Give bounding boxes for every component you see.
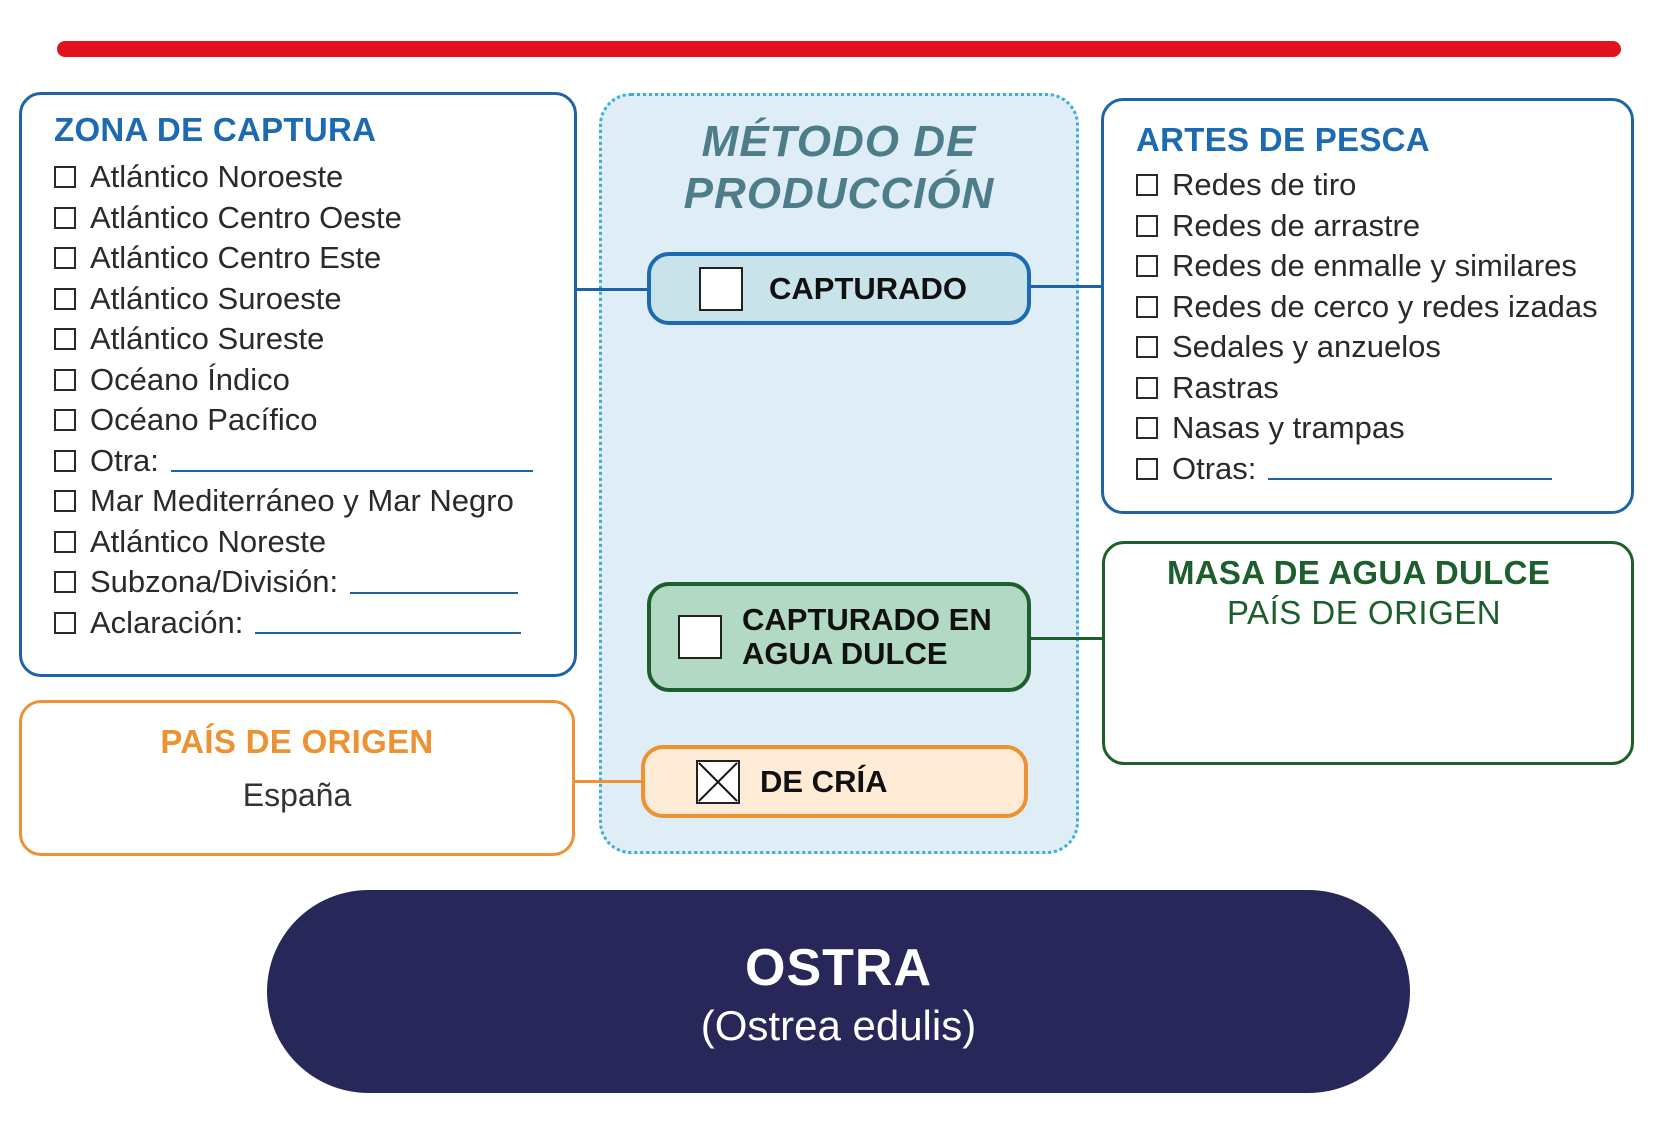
checkbox[interactable] (1136, 295, 1158, 318)
checkbox[interactable] (54, 449, 76, 472)
list-item[interactable]: Atlántico Centro Este (54, 238, 574, 279)
masa-agua-dulce-title: MASA DE AGUA DULCE (1167, 554, 1551, 591)
otras-fill-line[interactable] (1268, 478, 1553, 480)
artes-pesca-list: Redes de tiro Redes de arrastre Redes de… (1136, 165, 1631, 489)
list-item[interactable]: Mar Mediterráneo y Mar Negro (54, 481, 574, 522)
checkbox[interactable] (54, 287, 76, 310)
top-red-bar (57, 41, 1621, 57)
aclaracion-fill-line[interactable] (255, 632, 522, 634)
metodo-produccion-title: MÉTODO DE PRODUCCIÓN (683, 117, 995, 218)
connector-zona (577, 288, 649, 291)
pais-origen-value: España (242, 777, 352, 813)
pais-origen-title: PAÍS DE ORIGEN (160, 723, 434, 760)
species-scientific-name: (Ostrea edulis) (700, 1002, 977, 1049)
capturado-option[interactable]: CAPTURADO (647, 252, 1031, 325)
list-item[interactable]: Atlántico Noroeste (54, 157, 574, 198)
list-item[interactable]: Redes de enmalle y similares (1136, 246, 1631, 287)
list-item[interactable]: Sedales y anzuelos (1136, 327, 1631, 368)
list-item[interactable]: Atlántico Centro Oeste (54, 198, 574, 239)
list-item[interactable]: Océano Índico (54, 360, 574, 401)
list-item[interactable]: Otra: (54, 441, 574, 482)
list-item[interactable]: Redes de tiro (1136, 165, 1631, 206)
checkbox[interactable] (54, 409, 76, 432)
artes-pesca-panel: ARTES DE PESCA Redes de tiro Redes de ar… (1101, 98, 1634, 514)
artes-pesca-title: ARTES DE PESCA (1136, 121, 1430, 158)
checkbox[interactable] (54, 530, 76, 553)
checkbox[interactable] (54, 571, 76, 594)
de-cria-option[interactable]: DE CRÍA (641, 745, 1028, 818)
de-cria-checkbox-checked[interactable] (696, 759, 740, 804)
list-item[interactable]: Nasas y trampas (1136, 408, 1631, 449)
metodo-produccion-panel: MÉTODO DE PRODUCCIÓN (599, 93, 1079, 854)
species-banner: OSTRA (Ostrea edulis) (267, 890, 1410, 1093)
species-name: OSTRA (745, 939, 932, 997)
list-item[interactable]: Redes de cerco y redes izadas (1136, 287, 1631, 328)
checkbox[interactable] (54, 166, 76, 189)
zona-captura-title: ZONA DE CAPTURA (54, 111, 377, 148)
zona-captura-list: Atlántico Noroeste Atlántico Centro Oest… (54, 157, 574, 643)
pais-origen-panel: PAÍS DE ORIGEN España (19, 700, 575, 856)
list-item[interactable]: Redes de arrastre (1136, 206, 1631, 247)
checkbox[interactable] (1136, 417, 1158, 440)
checkbox[interactable] (54, 206, 76, 229)
masa-pais-origen-label: PAÍS DE ORIGEN (1227, 594, 1502, 631)
list-item[interactable]: Aclaración: (54, 603, 574, 644)
masa-agua-dulce-panel: MASA DE AGUA DULCE PAÍS DE ORIGEN (1102, 541, 1634, 765)
connector-pais (575, 780, 643, 783)
zona-captura-panel: ZONA DE CAPTURA Atlántico Noroeste Atlán… (19, 92, 577, 677)
checkbox[interactable] (1136, 174, 1158, 197)
checkbox[interactable] (1136, 457, 1158, 480)
checkbox[interactable] (1136, 376, 1158, 399)
subzona-fill-line[interactable] (350, 591, 519, 594)
list-item[interactable]: Rastras (1136, 368, 1631, 409)
connector-artes (1029, 285, 1102, 288)
agua-dulce-checkbox[interactable] (678, 615, 722, 659)
checkbox[interactable] (1136, 336, 1158, 359)
otra-fill-line[interactable] (170, 470, 533, 472)
checkbox[interactable] (54, 490, 76, 513)
list-item[interactable]: Otras: (1136, 449, 1631, 490)
checkbox[interactable] (54, 611, 76, 634)
list-item[interactable]: Subzona/División: (54, 562, 574, 603)
list-item[interactable]: Océano Pacífico (54, 400, 574, 441)
checkbox[interactable] (54, 328, 76, 351)
list-item[interactable]: Atlántico Sureste (54, 319, 574, 360)
checkbox[interactable] (54, 368, 76, 391)
checkbox[interactable] (1136, 214, 1158, 237)
checkbox[interactable] (54, 247, 76, 270)
capturado-checkbox[interactable] (699, 266, 743, 311)
list-item[interactable]: Atlántico Suroeste (54, 279, 574, 320)
list-item[interactable]: Atlántico Noreste (54, 522, 574, 563)
checkbox[interactable] (1136, 255, 1158, 278)
connector-masa (1029, 637, 1102, 640)
